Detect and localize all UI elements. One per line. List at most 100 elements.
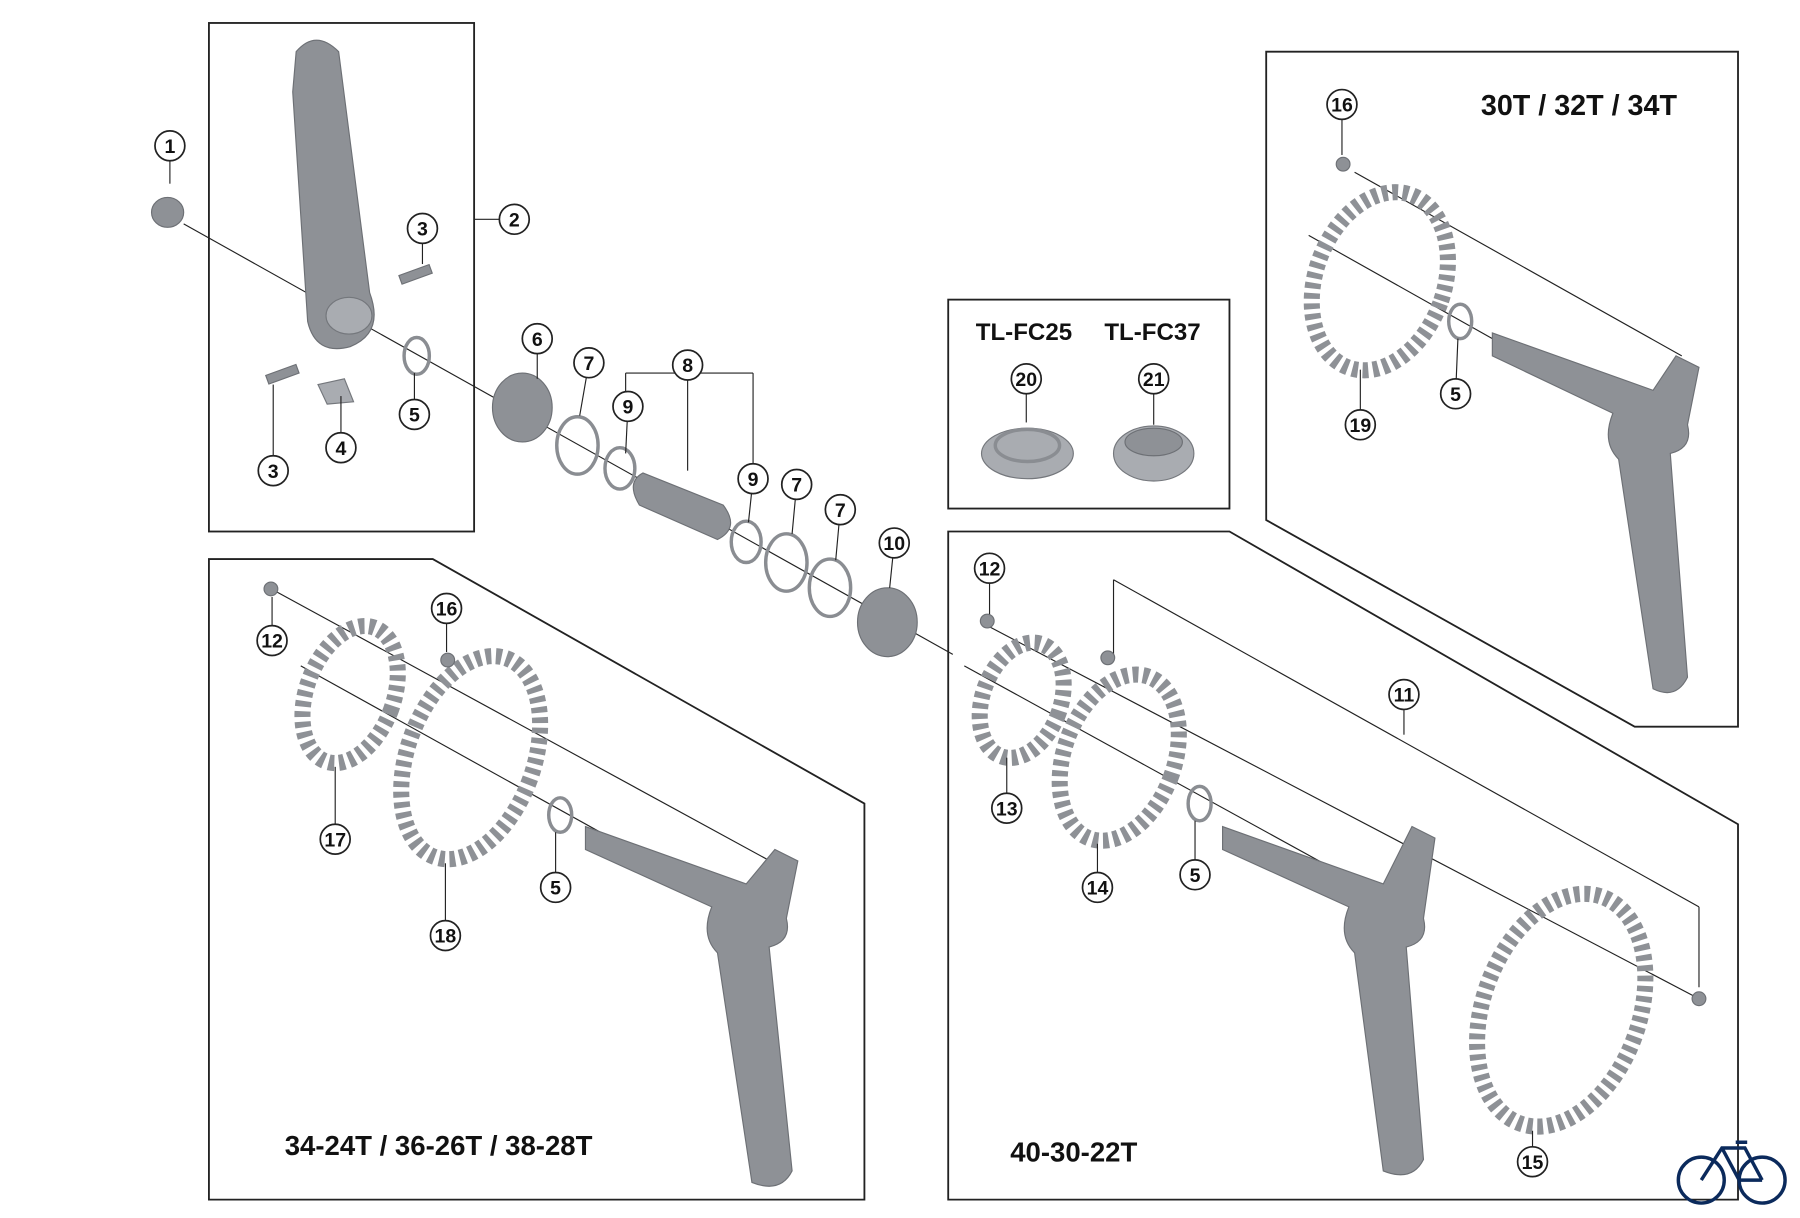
callout-2: 2 xyxy=(474,203,531,236)
callout-number: 1 xyxy=(164,136,175,158)
right-crank-double-box xyxy=(208,558,866,1201)
callout-number: 7 xyxy=(835,500,846,522)
callout-10: 10 xyxy=(878,527,911,588)
callout-5: 5 xyxy=(398,373,431,431)
spacer-ring xyxy=(402,335,432,376)
right-crank-arm xyxy=(1222,825,1436,1176)
bb-seal xyxy=(603,445,637,491)
callout-number: 19 xyxy=(1349,415,1371,437)
callout-16: 16 xyxy=(1326,88,1358,155)
callout-circle xyxy=(1516,1145,1549,1178)
bb-spacer xyxy=(763,532,809,593)
callout-number: 5 xyxy=(1450,384,1461,406)
callout-circle xyxy=(573,346,605,379)
callout-number: 14 xyxy=(1087,878,1109,900)
chainring-bolt xyxy=(1335,156,1351,172)
callout-12: 12 xyxy=(256,596,288,657)
callout-4: 4 xyxy=(325,396,357,464)
callout-number: 9 xyxy=(623,397,634,419)
callout-number: 15 xyxy=(1522,1152,1544,1174)
callout-circle xyxy=(430,592,463,625)
tool-tl-fc37-inner xyxy=(1124,427,1183,457)
chainring-small xyxy=(294,617,406,772)
spacer-ring xyxy=(1447,302,1474,341)
chainring-30t xyxy=(1051,666,1187,849)
callout-circle xyxy=(319,823,351,855)
callout-number: 6 xyxy=(532,329,543,351)
callout-circle xyxy=(1344,408,1377,441)
callout-11: 11 xyxy=(1388,678,1420,735)
callout-circle xyxy=(878,527,911,559)
left-crank-group-box xyxy=(208,22,476,533)
callout-circle xyxy=(154,130,186,162)
callout-circle xyxy=(1439,377,1472,410)
callout-number: 17 xyxy=(324,829,346,851)
bb-cup-left xyxy=(491,372,553,443)
pinch-bolt xyxy=(264,363,300,385)
set-label-30t: 30T / 32T / 34T xyxy=(1481,90,1678,122)
callout-circle xyxy=(824,493,857,526)
callout-17: 17 xyxy=(319,766,351,855)
callout-number: 18 xyxy=(435,926,457,948)
pinch-bolt xyxy=(398,263,433,285)
callout-number: 5 xyxy=(1190,865,1201,887)
callout-21: 21 xyxy=(1137,363,1170,425)
callout-circle xyxy=(973,552,1006,585)
chainring-40t xyxy=(1469,885,1654,1135)
callout-12: 12 xyxy=(973,552,1006,615)
callout-number: 12 xyxy=(979,558,1001,580)
tool-tl-fc25-inner xyxy=(993,427,1062,464)
assembly-axis-lines xyxy=(183,171,1700,1000)
set-label-double: 34-24T / 36-26T / 38-28T xyxy=(285,1130,593,1161)
callout-7: 7 xyxy=(824,493,857,561)
callout-number: 21 xyxy=(1143,369,1165,391)
safety-plate xyxy=(317,378,355,405)
callout-number: 7 xyxy=(583,353,594,375)
bb-inner-cover xyxy=(632,472,732,541)
callout-20: 20 xyxy=(1010,363,1043,423)
callout-circle xyxy=(398,398,431,431)
callout-3: 3 xyxy=(257,384,289,487)
callout-5: 5 xyxy=(1179,820,1211,891)
chainring-bolt xyxy=(263,581,279,597)
bb-spacer xyxy=(555,414,600,476)
callout-7: 7 xyxy=(780,468,813,534)
crank-arm-fixing-bolt xyxy=(150,196,185,228)
callout-19: 19 xyxy=(1344,369,1377,441)
right-crank-arm xyxy=(1491,332,1700,694)
callout-circle xyxy=(498,203,531,236)
callout-number: 3 xyxy=(417,219,428,241)
callout-8: 8 xyxy=(671,349,704,471)
callout-circle xyxy=(737,462,769,495)
right-crank-arm xyxy=(584,825,799,1187)
chainring-large xyxy=(393,648,549,868)
callout-number: 2 xyxy=(509,209,520,231)
callout-number: 4 xyxy=(336,438,347,460)
bb-spacer xyxy=(807,557,853,619)
callout-number: 5 xyxy=(409,405,420,427)
bb-cup-right xyxy=(856,587,918,658)
callout-number: 16 xyxy=(1331,95,1353,117)
callout-5: 5 xyxy=(1439,338,1472,410)
callout-circle xyxy=(1081,871,1114,904)
callout-circle xyxy=(325,431,357,464)
spacer-ring xyxy=(547,796,574,835)
callout-number: 16 xyxy=(436,599,458,621)
callout-circle xyxy=(256,624,288,657)
callout-number: 12 xyxy=(261,631,283,653)
callout-1: 1 xyxy=(154,130,186,184)
callout-13: 13 xyxy=(990,757,1023,824)
chainring-30t xyxy=(1303,184,1456,379)
callout-9: 9 xyxy=(612,390,644,454)
set-label-triple: 40-30-22T xyxy=(1010,1137,1137,1168)
chainring-bolt xyxy=(1691,991,1707,1007)
tools-box xyxy=(947,298,1231,510)
callout-number: 5 xyxy=(550,878,561,900)
callout-15: 15 xyxy=(1516,1130,1549,1178)
callout-number: 8 xyxy=(682,355,693,377)
right-crank-triple-box xyxy=(947,530,1739,1201)
bb-seal xyxy=(729,519,763,565)
callout-circle xyxy=(1388,678,1420,711)
